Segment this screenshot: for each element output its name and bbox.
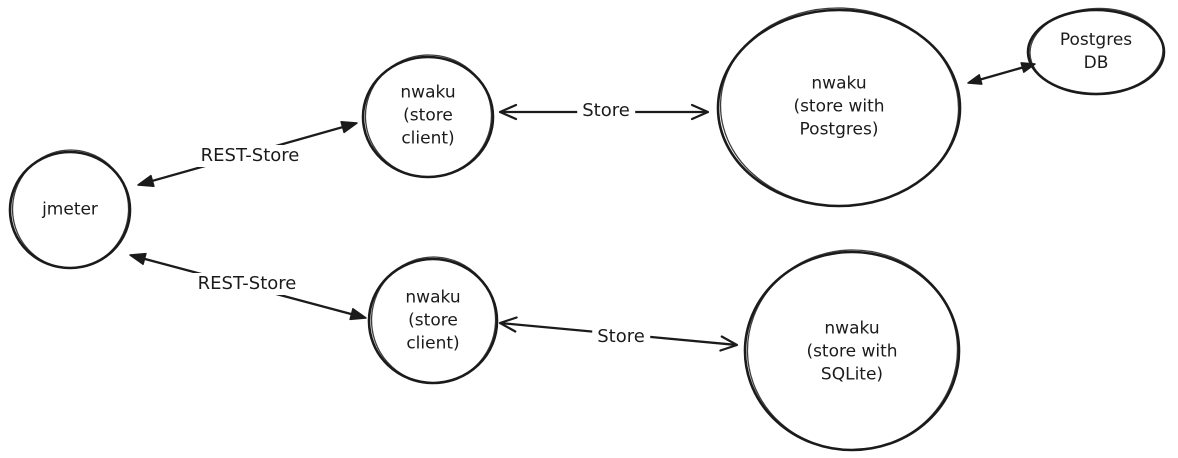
node-label-line: DB xyxy=(1083,53,1109,73)
node-shape-nwaku-store-postgres xyxy=(716,7,962,208)
node-label-nwaku-store-sqlite: nwaku (store with SQLite) xyxy=(806,318,897,387)
node-shape-nwaku-store-client-top xyxy=(361,54,495,179)
node-label-line: nwaku xyxy=(405,287,461,308)
node-label-line: Postgres xyxy=(1059,30,1133,50)
edge-label-store-bottom: Store xyxy=(592,326,650,348)
node-label-line: (store xyxy=(408,310,458,331)
node-label-line: (store with xyxy=(806,341,898,362)
node-label-nwaku-store-client-top: nwaku (store client) xyxy=(400,82,455,151)
node-label-line: nwaku xyxy=(824,318,880,339)
node-label-line: nwaku xyxy=(400,82,456,103)
node-label-line: jmeter xyxy=(42,199,98,220)
node-shape-jmeter xyxy=(8,149,132,270)
node-label-line: client) xyxy=(401,128,455,149)
edge-label-store-top: Store xyxy=(577,100,635,122)
node-label-line: SQLite) xyxy=(820,364,884,385)
node-shape-nwaku-store-client-bottom xyxy=(367,256,499,385)
node-label-postgres-db: Postgres DB xyxy=(1060,29,1132,75)
node-shape-postgres-db xyxy=(1026,7,1166,96)
node-label-line: Postgres) xyxy=(799,119,879,140)
edge-label-rest-store-bottom: REST-Store xyxy=(192,273,302,295)
node-label-line: (store xyxy=(403,105,453,126)
node-label-line: (store with xyxy=(793,96,885,117)
node-label-jmeter: jmeter xyxy=(42,199,98,222)
edge-postgres-link xyxy=(967,62,1036,85)
edge-label-rest-store-top: REST-Store xyxy=(195,145,305,167)
node-label-nwaku-store-client-bottom: nwaku (store client) xyxy=(405,287,460,356)
node-label-line: nwaku xyxy=(811,73,867,94)
node-label-nwaku-store-postgres: nwaku (store with Postgres) xyxy=(793,73,884,142)
node-label-line: client) xyxy=(406,333,460,354)
node-shape-nwaku-store-sqlite xyxy=(743,249,961,452)
